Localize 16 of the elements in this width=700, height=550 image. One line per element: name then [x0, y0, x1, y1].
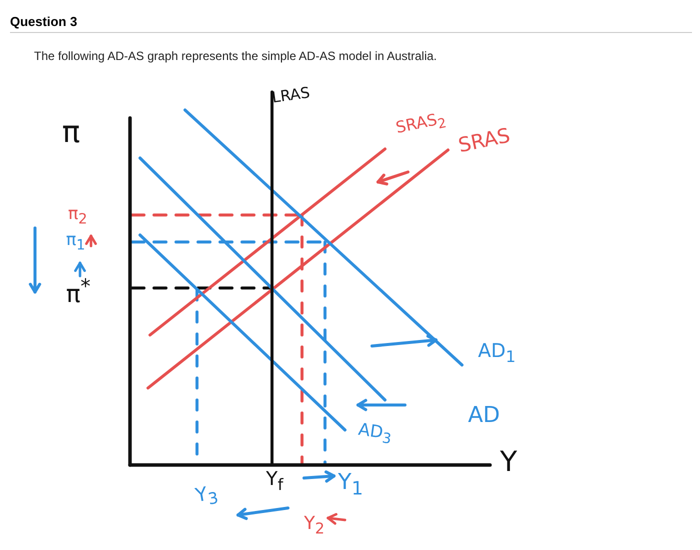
question-text: The following AD-AS graph represents the simple AD-AS model in Australia. — [34, 50, 437, 62]
axis-label: Y — [500, 448, 518, 476]
axis-tick-label: Y$_{f}$ — [266, 470, 284, 493]
axis-tick-label: Y$_{2}$ — [304, 515, 325, 537]
curve-label: SRAS — [456, 124, 512, 156]
curve-label: AD$_{1}$ — [478, 342, 516, 365]
axis-tick-label: Y$_{1}$ — [338, 472, 364, 499]
axis-tick-label: π$_{1}$ — [66, 232, 86, 253]
axis-tick-label: π$^{*}$ — [66, 276, 90, 306]
axis-tick-label: π$_{2}$ — [68, 206, 88, 227]
axis-label: π — [62, 118, 80, 148]
curve-label: AD — [468, 405, 500, 427]
axis-tick-label: Y$_{3}$ — [194, 483, 220, 510]
question-heading: Question 3 — [10, 14, 78, 29]
curve-label: AD$_{3}$ — [356, 422, 394, 447]
curve-label: LRAS — [271, 85, 311, 106]
